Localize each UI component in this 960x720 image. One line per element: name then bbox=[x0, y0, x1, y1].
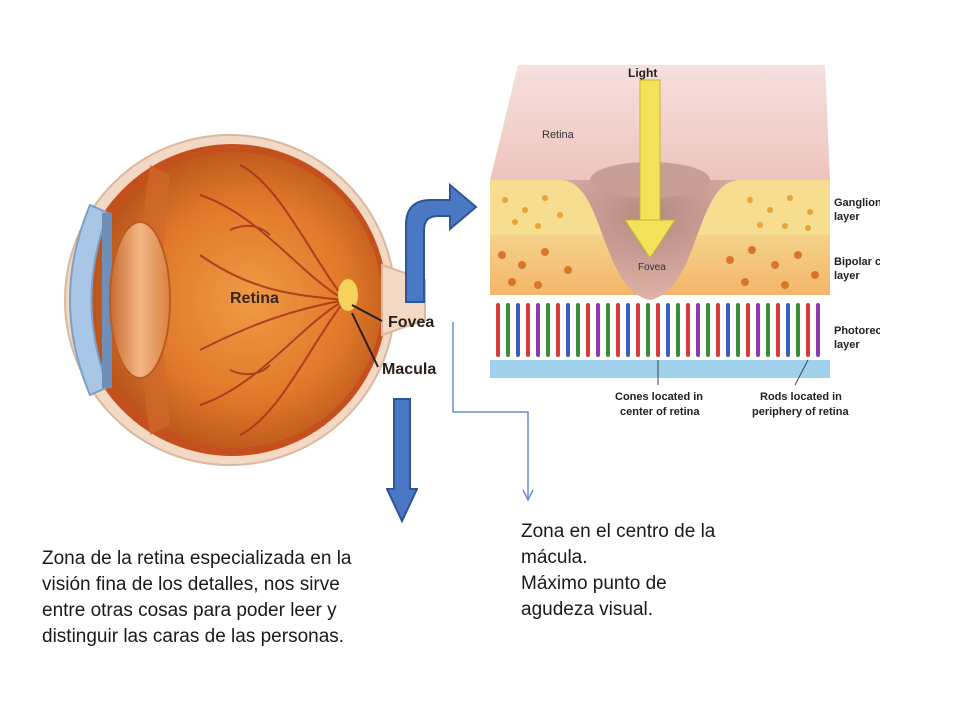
label-ganglion-1: Ganglion cell bbox=[834, 197, 880, 209]
label-photo-2: layer bbox=[834, 339, 860, 351]
photoreceptors bbox=[496, 303, 820, 357]
optic-disc bbox=[338, 279, 358, 311]
thin-connector bbox=[452, 322, 534, 502]
cornea bbox=[69, 203, 110, 397]
down-arrow bbox=[386, 398, 418, 524]
caption-left-line-1: Zona de la retina especializada en la bbox=[42, 548, 352, 569]
label-photo-1: Photoreceptor bbox=[834, 325, 880, 337]
label-rods-1: Rods located in bbox=[760, 391, 842, 403]
caption-left: Zona de la retina especializada en la vi… bbox=[42, 546, 422, 650]
eye-label-retina: Retina bbox=[230, 290, 279, 307]
light-arrow-head bbox=[624, 219, 676, 259]
label-ganglion-2: layer bbox=[834, 211, 860, 223]
blood-vessels bbox=[199, 164, 346, 436]
caption-right: Zona en el centro de la mácula. Máximo p… bbox=[521, 519, 781, 623]
light-arrow-shaft bbox=[639, 79, 661, 221]
label-cones-1: Cones located in bbox=[615, 391, 703, 403]
eye-label-macula: Macula bbox=[382, 361, 436, 378]
pigment-epithelium bbox=[490, 360, 830, 378]
caption-right-line-3: Máximo punto de bbox=[521, 573, 667, 594]
fovea-label-light: Light bbox=[628, 66, 657, 80]
rods-leader-line bbox=[794, 359, 809, 386]
caption-right-line-4: agudeza visual. bbox=[521, 599, 654, 620]
fovea-leader-line bbox=[351, 304, 383, 322]
label-bipolar-1: Bipolar cell bbox=[834, 256, 880, 268]
macula-leader-line bbox=[351, 312, 379, 368]
caption-right-line-1: Zona en el centro de la bbox=[521, 521, 716, 542]
bent-arrow bbox=[405, 182, 478, 303]
caption-left-line-2: visión fina de los detalles, nos sirve bbox=[42, 574, 340, 595]
thin-connector-line bbox=[452, 322, 529, 498]
fovea-label-fovea: Fovea bbox=[638, 262, 666, 273]
eye-diagram: Retina Fovea Macula bbox=[64, 134, 436, 466]
down-arrow-shape bbox=[386, 398, 418, 524]
bipolar-cells bbox=[498, 246, 819, 289]
thin-connector-head bbox=[522, 489, 534, 502]
caption-right-line-2: mácula. bbox=[521, 547, 588, 568]
label-cones-2: center of retina bbox=[620, 406, 700, 418]
ganglion-cells bbox=[502, 195, 813, 231]
label-rods-2: periphery of retina bbox=[752, 406, 849, 418]
fovea-diagram: Light Retina Fovea Ganglion cell layer B… bbox=[490, 65, 880, 418]
label-bipolar-2: layer bbox=[834, 270, 860, 282]
eye-label-fovea: Fovea bbox=[388, 314, 434, 331]
caption-left-line-3: entre otras cosas para poder leer y bbox=[42, 600, 337, 621]
caption-left-line-4: distinguir las caras de las personas. bbox=[42, 626, 345, 647]
fovea-label-retina: Retina bbox=[542, 129, 575, 141]
bent-arrow-shape bbox=[405, 182, 478, 303]
iris bbox=[102, 213, 112, 388]
lens bbox=[109, 221, 171, 379]
